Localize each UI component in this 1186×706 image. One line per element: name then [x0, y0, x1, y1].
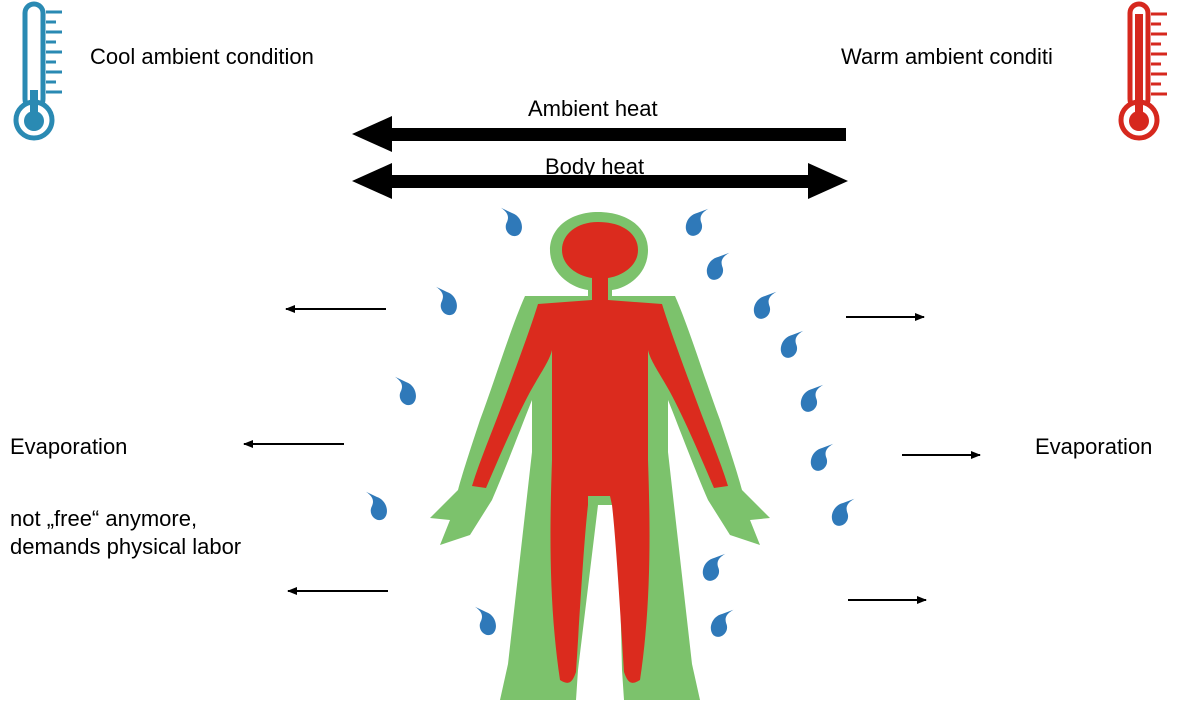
- sweat-drop-icon: [702, 250, 738, 282]
- sweat-drop-icon: [426, 285, 462, 318]
- evaporation-note: not „free“ anymore, demands physical lab…: [10, 505, 270, 561]
- sweat-drop-icon: [385, 375, 421, 408]
- ambient-heat-label: Ambient heat: [528, 96, 658, 122]
- cool-thermometer-icon: [16, 4, 62, 138]
- warm-thermometer-icon: [1121, 4, 1167, 138]
- cool-ambient-label: Cool ambient condition: [90, 44, 314, 70]
- sweat-drop-icon: [806, 441, 842, 473]
- sweat-drop-icon: [465, 605, 501, 638]
- body-heat-label: Body heat: [545, 154, 644, 180]
- warm-ambient-label: Warm ambient conditi: [841, 44, 1111, 70]
- sweat-drop-icon: [356, 490, 392, 523]
- sweat-drop-icon: [698, 551, 734, 583]
- evaporation-left-label: Evaporation: [10, 434, 127, 460]
- sweat-drop-icon: [827, 496, 863, 528]
- sweat-drop-icon: [491, 206, 527, 239]
- sweat-drop-icon: [776, 328, 812, 360]
- sweat-drop-icon: [681, 206, 717, 238]
- sweat-drop-icon: [749, 289, 785, 321]
- evaporation-right-label: Evaporation: [1035, 434, 1152, 460]
- sweat-drop-icon: [796, 382, 832, 414]
- sweat-drop-icon: [706, 607, 742, 639]
